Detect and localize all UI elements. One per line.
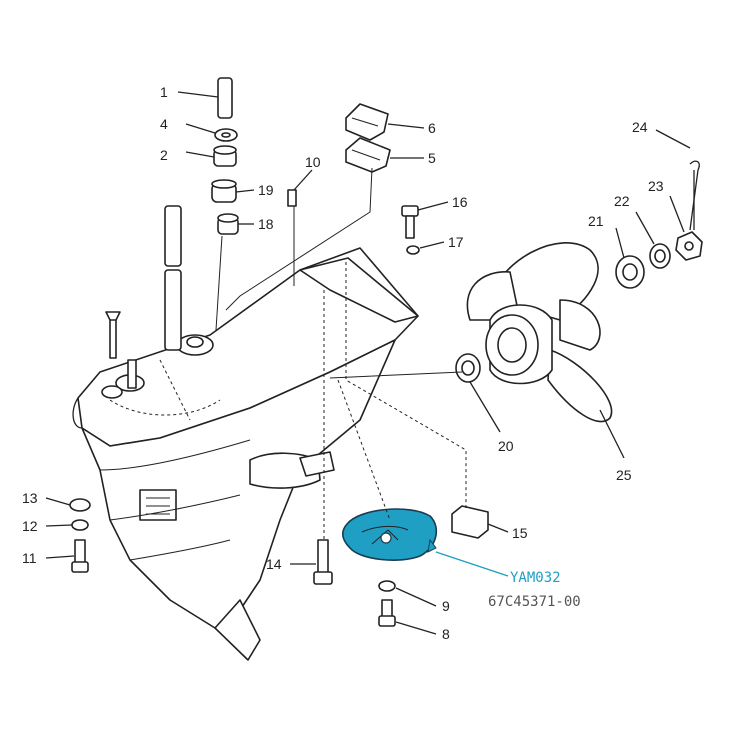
callout-22: 22 [614, 193, 630, 209]
callout-8: 8 [442, 626, 450, 642]
drive-shaft [164, 205, 182, 267]
gear-case-housing [72, 247, 419, 661]
callout-13: 13 [22, 490, 38, 506]
propeller-blade-bottom [547, 349, 613, 423]
callout-4: 4 [160, 116, 168, 132]
callout-17: 17 [448, 234, 464, 250]
part-12-washer [71, 519, 89, 531]
callout-10: 10 [305, 154, 321, 170]
callout-18: 18 [258, 216, 274, 232]
callout-9: 9 [442, 598, 450, 614]
part-1-tube [217, 77, 233, 119]
stud [109, 317, 117, 359]
callout-1: 1 [160, 84, 168, 100]
callout-6: 6 [428, 120, 436, 136]
callout-21: 21 [588, 213, 604, 229]
callout-23: 23 [648, 178, 664, 194]
propeller-assembly [455, 160, 703, 423]
part-11-bolt [74, 539, 86, 565]
part-6-anode [345, 103, 389, 141]
callout-2: 2 [160, 147, 168, 163]
callout-numbers: 1 2 4 5 6 8 9 10 11 12 13 14 15 16 17 18… [22, 84, 664, 642]
part-9-washer [378, 580, 396, 592]
part-17-washer [406, 245, 420, 255]
callout-14: 14 [266, 556, 282, 572]
small-fasteners [287, 189, 420, 255]
callout-11: 11 [22, 550, 37, 566]
bottom-fasteners [313, 539, 396, 627]
callout-20: 20 [498, 438, 514, 454]
part-10-pin [287, 189, 297, 207]
highlight-code: YAM032 [510, 570, 561, 586]
callout-5: 5 [428, 150, 436, 166]
callout-25: 25 [616, 467, 632, 483]
drive-shaft-parts [105, 77, 239, 389]
part-5-anode [345, 137, 391, 173]
callout-15: 15 [512, 525, 528, 541]
callout-16: 16 [452, 194, 468, 210]
highlighted-trim-tab-anode [341, 508, 438, 561]
highlight-part-number: 67C45371-00 [488, 594, 581, 610]
highlight-leader-line [435, 551, 509, 577]
part-16-bolt [401, 205, 419, 217]
part-24-cotter-pin [689, 160, 700, 231]
callout-24: 24 [632, 119, 648, 135]
leader-lines [45, 91, 691, 635]
callout-19: 19 [258, 182, 274, 198]
left-fasteners [69, 498, 91, 573]
part-14-bolt [317, 539, 329, 575]
part-15-anode-block [451, 505, 489, 539]
anode-blocks [345, 103, 391, 173]
callout-12: 12 [22, 518, 38, 534]
part-13-washer [69, 498, 91, 512]
